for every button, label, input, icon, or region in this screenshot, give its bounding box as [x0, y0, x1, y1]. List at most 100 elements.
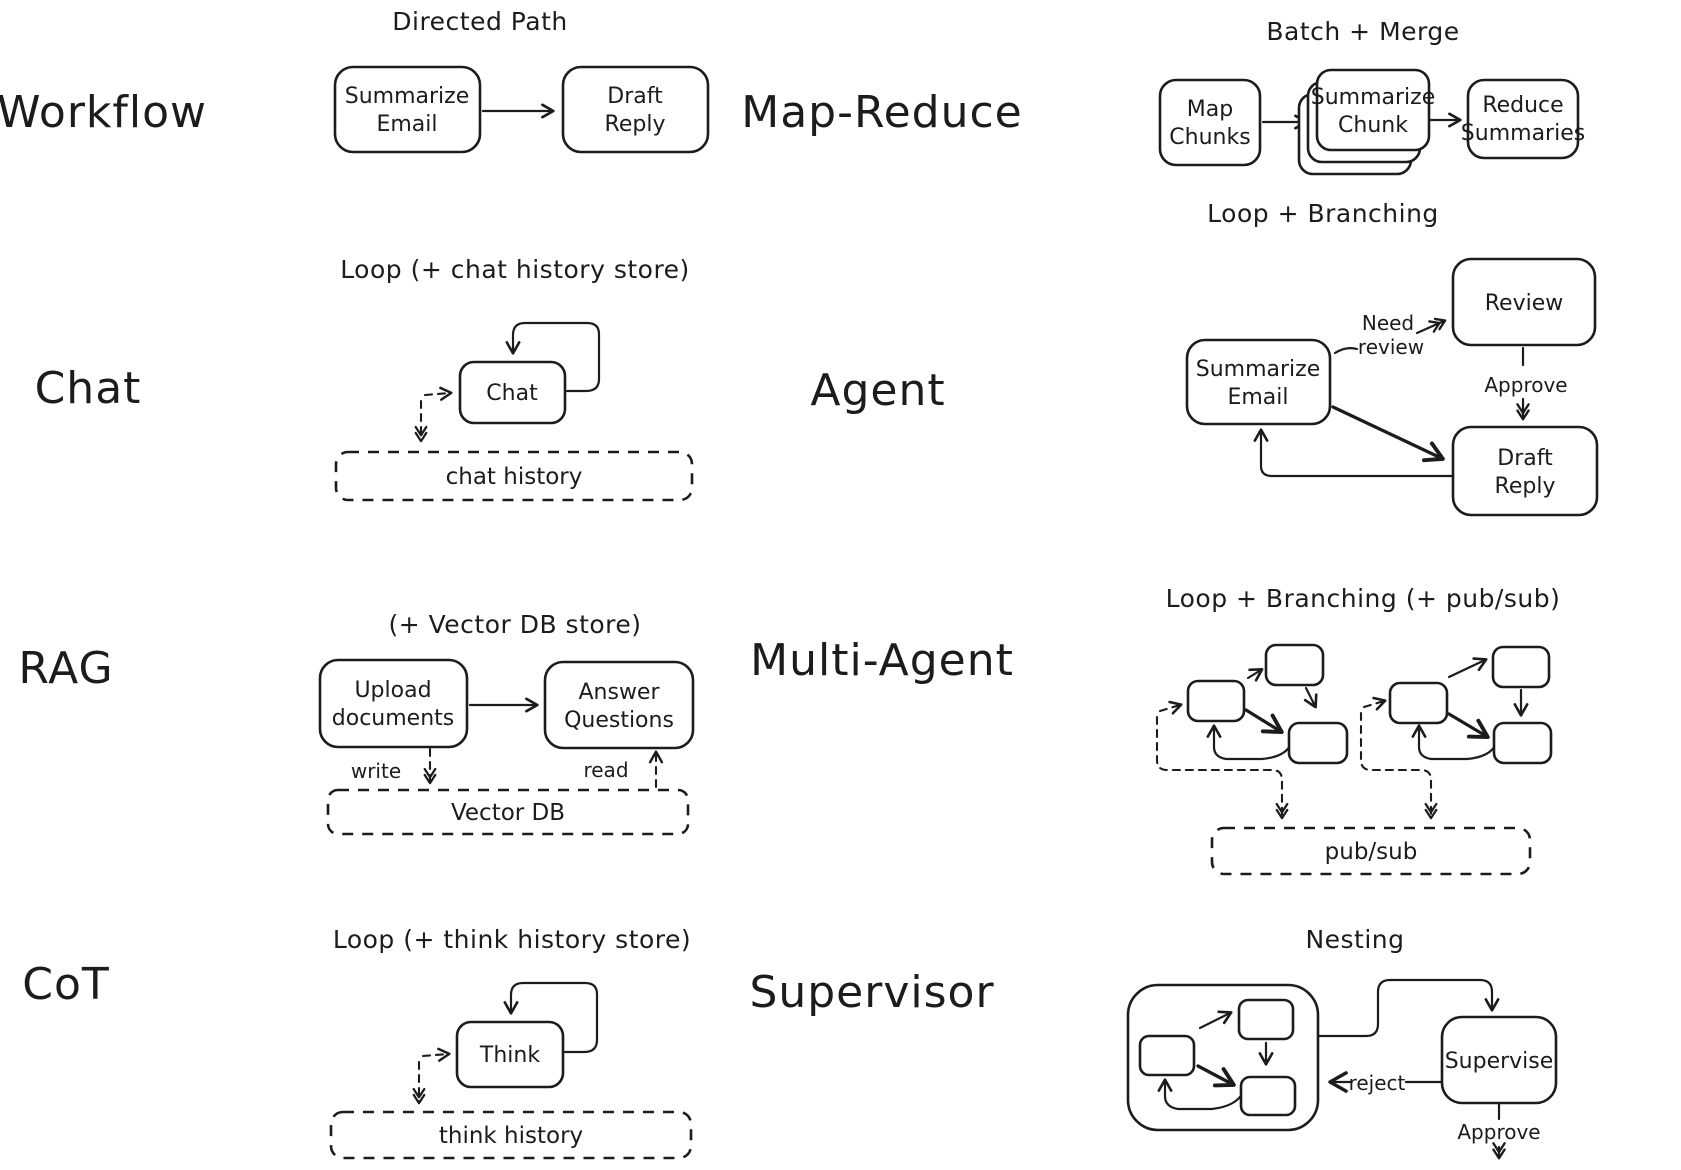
cot-section: CoT Loop (+ think history store) Think t…	[22, 925, 693, 1160]
workflow-draft-reply-node	[561, 65, 710, 154]
multi-agent-cluster1-left-node	[1186, 679, 1246, 723]
cot-input-arrow	[421, 1047, 451, 1062]
pubsub-store-label: pub/sub	[1325, 839, 1418, 865]
think-history-store	[329, 1110, 693, 1160]
multi-agent-title: Loop + Branching (+ pub/sub)	[1166, 584, 1561, 613]
multi-agent-cluster1-input-arrow	[1158, 700, 1183, 715]
agent-draft-reply-line2: Reply	[1495, 474, 1556, 499]
cot-label: CoT	[22, 959, 110, 1010]
supervisor-inner-arrow-left-top	[1198, 1010, 1233, 1030]
summarize-chunk-node	[1315, 68, 1431, 152]
supervisor-inner-top-node	[1237, 998, 1295, 1041]
multi-agent-cluster1-top-node	[1264, 643, 1325, 687]
agent-review-label: Review	[1485, 291, 1564, 316]
supervisor-container-to-supervise-arrow	[1316, 978, 1500, 1038]
agent-label: Agent	[810, 365, 945, 416]
rag-section: RAG (+ Vector DB store) Upload documents…	[18, 610, 695, 836]
agent-approve-label: Approve	[1484, 373, 1567, 397]
rag-label: RAG	[18, 643, 113, 694]
agent-need-review-connector	[1333, 347, 1359, 355]
agent-summarize-email-node	[1185, 338, 1332, 426]
rag-answer-line1: Answer	[578, 680, 660, 705]
workflow-draft-reply-line2: Reply	[605, 112, 666, 137]
think-node	[455, 1020, 565, 1089]
workflow-label: Workflow	[0, 87, 207, 138]
supervisor-inner-left-node	[1138, 1034, 1196, 1077]
multi-agent-cluster2-left-node	[1388, 681, 1449, 725]
agent-need-review-line1: Need	[1362, 311, 1414, 335]
agent-review-node	[1451, 257, 1597, 347]
multi-agent-cluster2-input-arrow	[1362, 696, 1387, 711]
multi-agent-cluster2-to-pubsub-arrow	[1359, 711, 1438, 820]
chat-label: Chat	[35, 363, 142, 414]
map-reduce-section: Map-Reduce Batch + Merge Map Chunks Summ…	[741, 17, 1585, 176]
multi-agent-cluster1-arrow-left-top	[1246, 667, 1264, 682]
agent-draft-reply-line1: Draft	[1497, 446, 1553, 471]
multi-agent-cluster2-arrow-left-bottom	[1447, 712, 1490, 740]
multi-agent-cluster2-arrow-left-top	[1447, 657, 1488, 679]
rag-upload-line2: documents	[332, 706, 454, 731]
agent-draft-reply-node	[1451, 425, 1599, 517]
map-chunks-line2: Chunks	[1169, 125, 1250, 150]
summarize-chunk-line2: Chunk	[1338, 113, 1408, 138]
multi-agent-cluster1-arrow-left-bottom	[1244, 708, 1284, 735]
rag-answer-questions-node	[543, 660, 695, 750]
rag-upload-documents-node	[318, 658, 469, 749]
supervisor-reject-label: reject	[1349, 1071, 1406, 1095]
rag-title: (+ Vector DB store)	[388, 610, 641, 639]
chat-self-loop-arrow	[505, 321, 601, 393]
rag-write-label: write	[351, 759, 401, 783]
chat-section: Chat Loop (+ chat history store) Chat ch…	[35, 255, 694, 502]
cot-title: Loop (+ think history store)	[333, 925, 691, 954]
agent-summarize-email-line1: Summarize	[1196, 357, 1321, 382]
workflow-summarize-email-line1: Summarize	[345, 84, 470, 109]
map-chunks-line1: Map	[1187, 97, 1233, 122]
rag-read-label: read	[583, 758, 628, 782]
workflow-title: Directed Path	[392, 7, 567, 36]
workflow-section: Workflow Directed Path Summarize Email D…	[0, 7, 710, 154]
chat-node-label: Chat	[486, 381, 538, 406]
agent-need-review-arrow	[1415, 317, 1447, 335]
multi-agent-cluster2-bottom-node	[1492, 721, 1553, 765]
supervisor-inner-bottom-node	[1239, 1075, 1297, 1117]
supervisor-title: Nesting	[1305, 925, 1404, 954]
vector-db-store	[326, 788, 690, 836]
multi-agent-cluster1-loop-arrow	[1206, 724, 1293, 761]
summarize-chunk-line1: Summarize	[1311, 85, 1436, 110]
multi-agent-section: Multi-Agent Loop + Branching (+ pub/sub)…	[750, 584, 1561, 876]
map-chunks-node	[1158, 78, 1262, 167]
multi-agent-cluster1-arrow-top-bottom	[1303, 686, 1318, 709]
chat-node	[458, 360, 567, 425]
workflow-summarize-email-line2: Email	[376, 112, 437, 137]
pubsub-store	[1210, 826, 1532, 876]
supervisor-approve-label: Approve	[1457, 1120, 1540, 1144]
map-reduce-title: Batch + Merge	[1266, 17, 1459, 46]
map-reduce-label: Map-Reduce	[741, 87, 1022, 138]
chat-input-arrow	[423, 386, 453, 401]
multi-agent-label: Multi-Agent	[750, 635, 1014, 686]
reduce-summaries-node	[1466, 78, 1580, 160]
agent-summarize-to-draft-arrow	[1331, 405, 1445, 463]
supervisor-label: Supervisor	[749, 967, 994, 1018]
chat-history-store	[334, 450, 694, 502]
agent-title: Loop + Branching	[1207, 199, 1439, 228]
multi-agent-cluster2-loop-arrow	[1411, 724, 1498, 761]
multi-agent-cluster1-to-pubsub-arrow	[1155, 715, 1289, 820]
multi-agent-cluster2-top-node	[1491, 645, 1551, 689]
chat-history-store-label: chat history	[446, 464, 583, 490]
reduce-summaries-line2: Summaries	[1461, 121, 1585, 146]
rag-upload-line1: Upload	[354, 678, 431, 703]
chat-title: Loop (+ chat history store)	[340, 255, 690, 284]
workflow-summarize-email-node	[333, 65, 482, 154]
think-node-label: Think	[479, 1043, 540, 1068]
agent-section: Agent Loop + Branching Need review Appro…	[810, 199, 1599, 517]
rag-answer-line2: Questions	[564, 708, 674, 733]
agent-need-review-line2: review	[1358, 335, 1424, 359]
workflow-draft-reply-line1: Draft	[607, 84, 663, 109]
supervisor-inner-arrow-left-bottom	[1196, 1064, 1236, 1088]
reduce-summaries-line1: Reduce	[1482, 93, 1563, 118]
supervisor-section: Supervisor Nesting Supervise reject Appr…	[749, 925, 1558, 1160]
supervisor-inner-loop-arrow	[1157, 1078, 1245, 1111]
